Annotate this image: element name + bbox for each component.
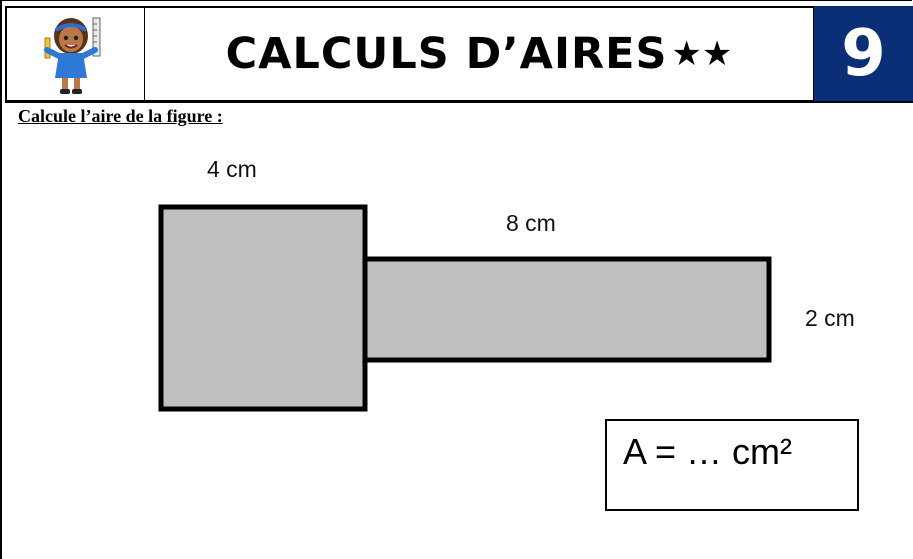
square-side-label: 4 cm <box>207 156 257 182</box>
answer-text: A = … cm² <box>623 431 793 472</box>
title-box: CALCULS D’AIRES★★ <box>145 6 815 102</box>
rectangle-height-label: 2 cm <box>805 305 855 331</box>
worksheet-number-badge: 9 <box>814 6 913 102</box>
worksheet-header: CALCULS D’AIRES★★ 9 <box>0 6 913 102</box>
worksheet-number: 9 <box>841 17 886 91</box>
header-divider <box>5 101 913 103</box>
rectangle-shape <box>362 256 772 363</box>
instruction-text: Calcule l’aire de la figure : <box>18 106 223 126</box>
logo-box <box>5 6 146 102</box>
answer-box[interactable]: A = … cm² <box>605 419 859 511</box>
square-shape <box>158 204 368 412</box>
difficulty-stars: ★★ <box>671 34 733 74</box>
rectangle-length-label: 8 cm <box>506 210 556 236</box>
page-title: CALCULS D’AIRES <box>225 29 668 79</box>
student-mascot-icon <box>44 17 101 94</box>
